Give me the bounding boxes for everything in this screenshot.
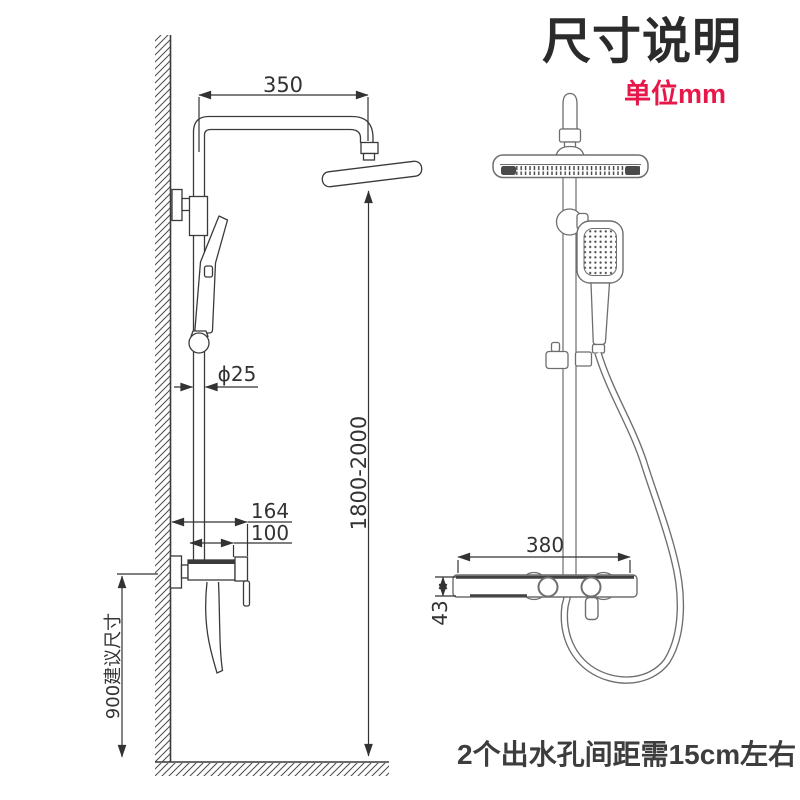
dimensions-left: 350 1800-2000 ϕ25 164 100 <box>103 73 373 758</box>
footer-note: 2个出水孔间距需15cm左右 <box>457 739 797 770</box>
slide-rail-clamp-right <box>545 341 593 370</box>
dim-label-pipe-diameter: ϕ25 <box>218 362 257 386</box>
rain-shower-head-left <box>321 141 423 188</box>
dim-label-faucet-width: 380 <box>526 533 564 557</box>
slider-knob-left <box>188 332 210 354</box>
unit-label: 单位mm <box>624 79 727 109</box>
dim-faucet-height: 43 <box>428 576 456 626</box>
dim-pipe-diameter: ϕ25 <box>174 362 258 392</box>
dim-faucet-width: 380 <box>457 533 631 573</box>
dim-install-height: 900建议尺寸 <box>103 573 158 758</box>
top-pipe-right <box>558 92 582 150</box>
dim-valve-offset: 100 <box>189 521 292 557</box>
knob-cap-right <box>580 576 602 598</box>
mixer-valve-left <box>169 555 251 674</box>
faucet-handle-right <box>584 596 599 621</box>
dim-column-height: 1800-2000 <box>347 190 373 757</box>
shower-arm-and-riser-pipe <box>192 115 374 560</box>
wall-section <box>155 35 172 762</box>
right-product-drawing <box>452 92 685 684</box>
faucet-bar-right <box>452 571 638 621</box>
dim-label-faucet-height: 43 <box>428 600 452 625</box>
floor-section <box>155 761 389 776</box>
dim-label-column-height: 1800-2000 <box>347 416 371 530</box>
dim-label-valve-offset: 100 <box>251 521 289 545</box>
rain-shower-head-right <box>492 145 649 179</box>
hand-shower-right <box>576 220 624 354</box>
dim-valve-width: 164 <box>171 499 292 556</box>
valve-hose-left <box>204 581 224 674</box>
dimensions-right: 380 43 <box>428 533 631 626</box>
page-title: 尺寸说明 <box>542 15 743 69</box>
dim-arm-length: 350 <box>198 73 369 152</box>
shower-hose-right <box>560 351 685 684</box>
hand-shower-left <box>188 215 229 354</box>
left-technical-drawing <box>155 35 423 776</box>
slide-bar-bracket-left <box>171 188 209 237</box>
dim-label-arm-length: 350 <box>263 73 303 97</box>
dim-label-install-height: 900建议尺寸 <box>103 613 124 719</box>
knob-cap-left <box>537 576 559 598</box>
dim-label-valve-width: 164 <box>251 499 289 523</box>
